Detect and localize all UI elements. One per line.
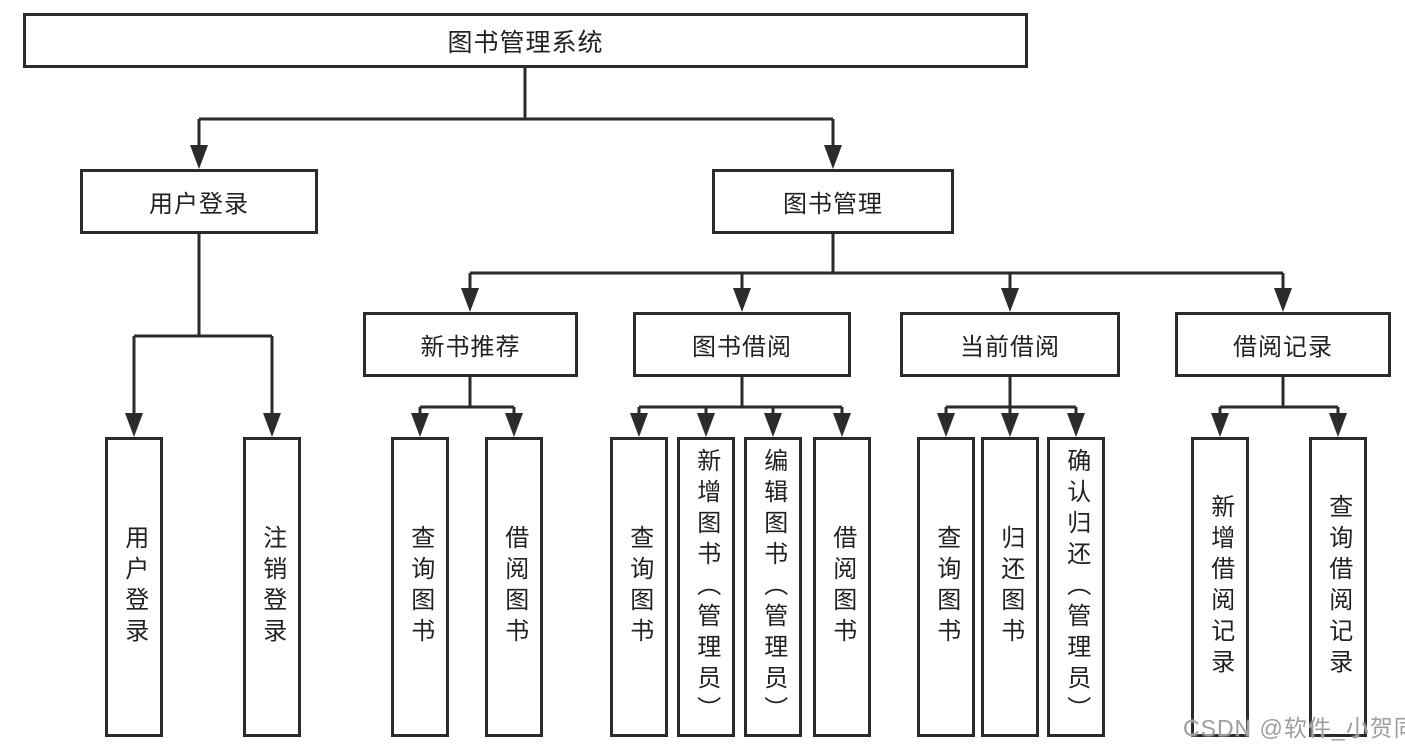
node-new-book-recommend: 新书推荐 [363,312,578,377]
node-root-label: 图书管理系统 [447,28,604,57]
node-borrow-records: 借阅记录 [1175,312,1391,377]
node-current-borrow-label: 当前借阅 [960,334,1060,361]
leaf-query-borrow-record: 查询借阅记录 [1309,437,1367,737]
leaf-logout-label: 注销登录 [258,525,286,649]
node-current-borrow: 当前借阅 [900,312,1120,377]
leaf-logout: 注销登录 [243,437,301,737]
csdn-watermark: CSDN @软件_小贺同学 [1183,715,1405,741]
connector-user-login-branch [125,234,281,437]
node-book-management-label: 图书管理 [783,191,883,218]
connector-root-to-level2 [190,68,842,169]
node-user-login-label: 用户登录 [149,191,249,218]
connector-borrow-records-branch [1211,377,1347,437]
leaf-query-book-borrow: 查询图书 [610,437,668,737]
node-root-system: 图书管理系统 [23,13,1028,68]
connector-book-borrow-branch [630,377,851,437]
node-new-book-recommend-label: 新书推荐 [420,334,521,361]
leaf-return-book: 归还图书 [981,437,1039,737]
leaf-query-book-recommend: 查询图书 [391,437,449,737]
node-borrow-records-label: 借阅记录 [1233,334,1333,361]
leaf-return-book-label: 归还图书 [996,525,1024,649]
leaf-borrow-book-recommend-label: 借阅图书 [500,525,528,649]
leaf-query-book-current: 查询图书 [917,437,975,737]
leaf-add-book-admin: 新增图书（管理员） [677,437,735,737]
leaf-confirm-return-admin-label: 确认归还（管理员） [1062,447,1090,727]
leaf-query-book-borrow-label: 查询图书 [625,525,653,649]
leaf-add-borrow-record: 新增借阅记录 [1191,437,1249,737]
leaf-borrow-book-label: 借阅图书 [828,525,856,649]
leaf-confirm-return-admin: 确认归还（管理员） [1047,437,1105,737]
leaf-query-book-recommend-label: 查询图书 [406,525,434,649]
node-book-borrow: 图书借阅 [633,312,851,377]
leaf-add-borrow-record-label: 新增借阅记录 [1206,494,1234,680]
leaf-user-login-label: 用户登录 [120,525,148,649]
leaf-add-book-admin-label: 新增图书（管理员） [692,447,720,727]
leaf-borrow-book: 借阅图书 [813,437,871,737]
connector-current-borrow-branch [937,377,1085,437]
leaf-query-borrow-record-label: 查询借阅记录 [1324,494,1352,680]
connector-new-book-rec-branch [411,377,523,437]
leaf-query-book-current-label: 查询图书 [932,525,960,649]
node-book-borrow-label: 图书借阅 [692,334,792,361]
connector-book-mgmt-to-level3 [461,234,1292,312]
node-user-login: 用户登录 [80,169,318,234]
leaf-edit-book-admin-label: 编辑图书（管理员） [759,447,787,727]
leaf-edit-book-admin: 编辑图书（管理员） [744,437,802,737]
node-book-management: 图书管理 [712,169,954,234]
leaf-borrow-book-recommend: 借阅图书 [485,437,543,737]
leaf-user-login: 用户登录 [105,437,163,737]
